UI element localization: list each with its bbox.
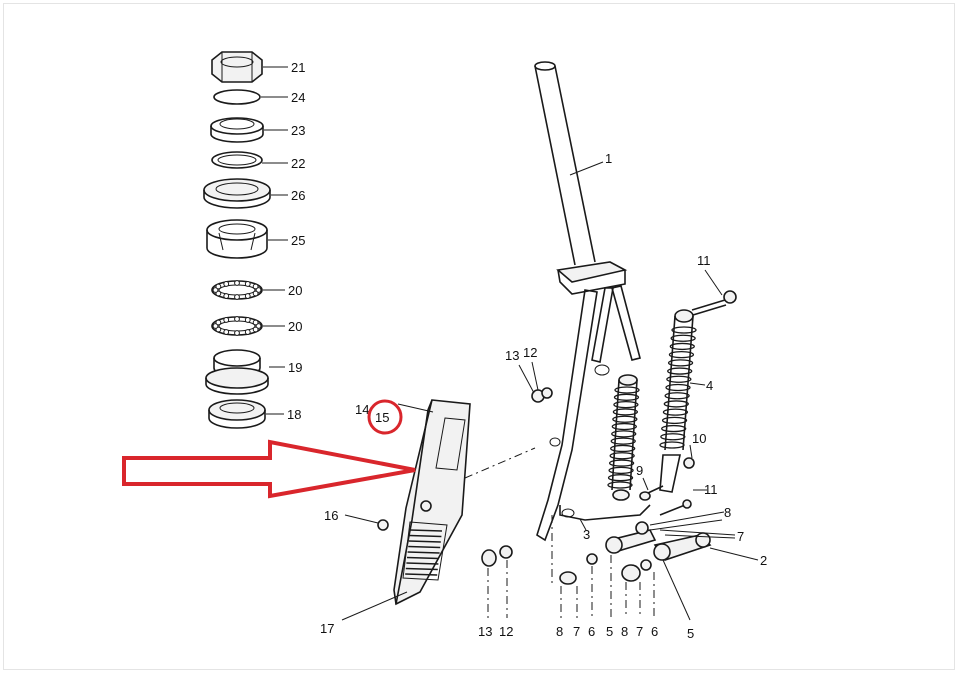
- bottom-label: 6: [651, 624, 658, 639]
- label-3: 3: [583, 527, 590, 542]
- part-2-swing-link: [605, 521, 712, 561]
- label-1: 1: [605, 151, 612, 166]
- image-frame: [3, 3, 955, 670]
- part-11-bolt-lower: [659, 499, 692, 516]
- bottom-label: 13: [478, 624, 492, 639]
- bottom-label: 5: [606, 624, 613, 639]
- label-15: 15: [375, 410, 389, 425]
- part-20-ball-cage-upper: [211, 280, 263, 300]
- bottom-label: 8: [621, 624, 628, 639]
- part-4-shock-right: [659, 309, 697, 493]
- fork-assembly: 1 11 4 12 13 10 9 11 8 7 2 3 5 13 12 8 7…: [464, 61, 767, 641]
- part-22-ring: [211, 151, 263, 169]
- label-12-top: 12: [523, 345, 537, 360]
- part-19-cup: [205, 349, 269, 395]
- label-9: 9: [636, 463, 643, 478]
- bottom-hardware: [481, 545, 652, 585]
- part-17-cover-plate: [341, 399, 471, 621]
- label-16: 16: [324, 508, 338, 523]
- part-3-fork-body: [536, 261, 651, 542]
- label-14: 14: [355, 402, 369, 417]
- bottom-label: 8: [556, 624, 563, 639]
- label-19: 19: [288, 360, 302, 375]
- label-11-lower: 11: [704, 482, 718, 497]
- bottom-centre-lines: [464, 447, 655, 618]
- part-10-washer: [683, 457, 695, 469]
- stack-leaders: [261, 66, 288, 415]
- bottom-label: 12: [499, 624, 513, 639]
- label-8-right: 8: [724, 505, 731, 520]
- label-2: 2: [760, 553, 767, 568]
- part-16-screw: [344, 514, 389, 531]
- part-1-steering-tube: [534, 61, 596, 266]
- part-4-shock-left: [607, 374, 640, 501]
- label-24: 24: [291, 90, 305, 105]
- part-20-ball-cage-lower: [211, 316, 263, 336]
- part-26-cup: [203, 178, 271, 209]
- label-5-right: 5: [687, 626, 694, 641]
- part-11-bolt-upper: [691, 290, 737, 316]
- bottom-label: 7: [573, 624, 580, 639]
- label-7-right: 7: [737, 529, 744, 544]
- label-25: 25: [291, 233, 305, 248]
- bottom-label: 7: [636, 624, 643, 639]
- label-17: 17: [320, 621, 334, 636]
- label-18: 18: [287, 407, 301, 422]
- part-25-cone: [206, 219, 268, 259]
- label-23: 23: [291, 123, 305, 138]
- label-4: 4: [706, 378, 713, 393]
- red-outline-arrow-icon: [122, 439, 416, 499]
- part-21-nut: [211, 51, 263, 83]
- bottom-label-row: 13 12 8 7 6 5 8 7 6 5: [478, 624, 658, 639]
- part-9-pin: [639, 485, 664, 501]
- label-20-upper: 20: [288, 283, 302, 298]
- label-11-upper: 11: [697, 253, 711, 268]
- bottom-label: 6: [588, 624, 595, 639]
- part-18-cone: [208, 399, 266, 429]
- label-20-lower: 20: [288, 319, 302, 334]
- label-13-top: 13: [505, 348, 519, 363]
- part-23-washer: [210, 117, 264, 143]
- label-22: 22: [291, 156, 305, 171]
- part-13-bolt-top: [531, 387, 553, 403]
- red-circle-icon: [367, 399, 403, 435]
- bearing-stack: 21 24 23 22 26 25 20 20 19 18: [203, 51, 305, 429]
- label-10: 10: [692, 431, 706, 446]
- part-24-ring: [213, 89, 261, 105]
- fork-leaders: [518, 161, 759, 621]
- label-21: 21: [291, 60, 305, 75]
- label-26: 26: [291, 188, 305, 203]
